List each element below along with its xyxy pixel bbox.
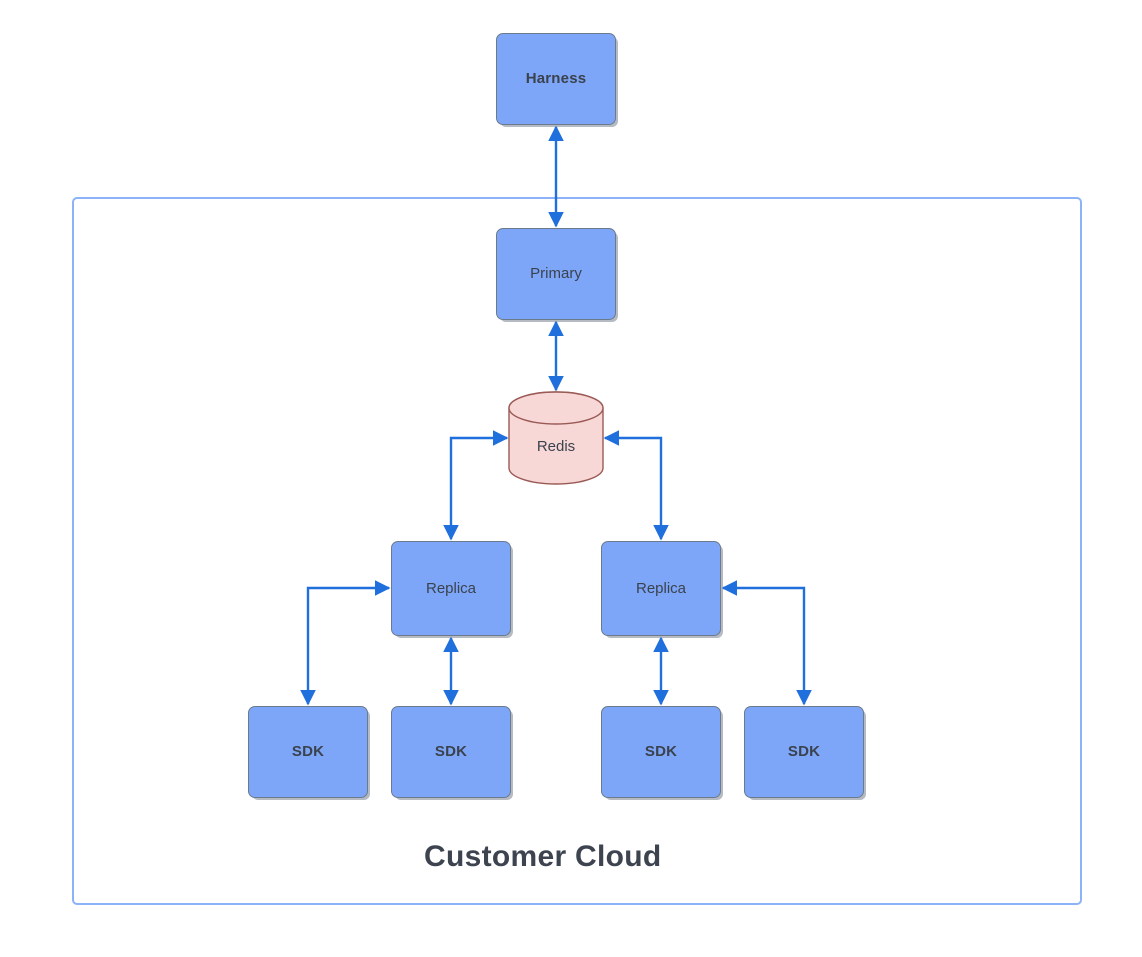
node-sdk-2-label: SDK xyxy=(434,743,468,760)
node-primary-label: Primary xyxy=(530,265,582,282)
node-harness-label: Harness xyxy=(525,70,587,87)
node-sdk-2[interactable]: SDK xyxy=(391,706,511,798)
node-sdk-1-label: SDK xyxy=(291,743,325,760)
node-harness[interactable]: Harness xyxy=(496,33,616,125)
node-sdk-4[interactable]: SDK xyxy=(744,706,864,798)
customer-cloud-boundary xyxy=(72,197,1082,905)
redis-cylinder-shape[interactable] xyxy=(508,391,604,485)
node-replica-left-label: Replica xyxy=(425,579,477,597)
node-sdk-3[interactable]: SDK xyxy=(601,706,721,798)
node-replica-right-label: Replica xyxy=(635,579,687,597)
edge-redis-replica-right xyxy=(603,430,669,541)
node-sdk-1[interactable]: SDK xyxy=(248,706,368,798)
node-sdk-4-label: SDK xyxy=(787,743,821,760)
customer-cloud-title: Customer Cloud xyxy=(424,840,662,873)
node-replica-right[interactable]: Replica xyxy=(601,541,721,636)
edge-replica-right-sdk-4 xyxy=(721,580,812,706)
node-primary[interactable]: Primary xyxy=(496,228,616,320)
edge-redis-replica-left xyxy=(443,430,509,541)
node-sdk-3-label: SDK xyxy=(644,743,678,760)
node-replica-left[interactable]: Replica xyxy=(391,541,511,636)
edge-replica-left-sdk-1 xyxy=(300,580,391,706)
